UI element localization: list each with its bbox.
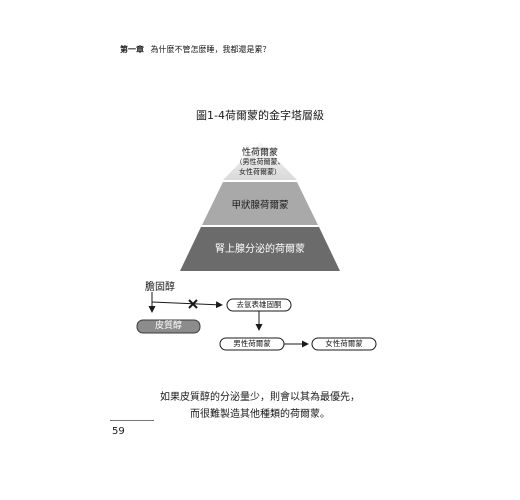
pyramid-top-note-1: （男性荷爾蒙、: [235, 158, 285, 166]
pyramid-tier-bottom: [180, 227, 340, 271]
female-hormone-label: 女性荷爾蒙: [325, 339, 363, 348]
cortisol-label: 皮質醇: [154, 321, 182, 331]
cortisol-box: [136, 319, 201, 334]
pyramid-bottom-label: 腎上腺分泌的荷爾蒙: [215, 244, 305, 255]
blocked-line: [151, 301, 223, 309]
female-hormone-box: [311, 337, 377, 351]
pyramid-middle-label: 甲狀腺荷爾蒙: [231, 200, 289, 211]
running-header: 第一章 為什麼不管怎麼睡，我都還是累？: [120, 44, 271, 55]
figure-title: 圖1-4荷爾蒙的金字塔層級: [196, 109, 324, 122]
pyramid-tier-middle: [202, 182, 318, 225]
chapter-subtitle: 為什麼不管怎麼睡，我都還是累？: [150, 45, 271, 54]
male-hormone-label: 男性荷爾蒙: [233, 339, 271, 348]
caption-line-2: 而很難製造其他種類的荷爾蒙。: [190, 409, 330, 420]
page-number: 59: [112, 426, 125, 437]
dhea-label: 去氫表雄固酮: [236, 300, 282, 309]
footer-rule: [110, 420, 154, 421]
chapter-label: 第一章: [120, 45, 144, 54]
caption-line-1: 如果皮質醇的分泌量少，則會以其為最優先，: [160, 392, 360, 403]
blocked-x-icon: [188, 299, 198, 309]
pyramid-tier-top: [223, 142, 297, 180]
pyramid-top-note-2: 女性荷爾蒙）: [239, 168, 281, 176]
pyramid-top-title: 性荷爾蒙: [241, 148, 278, 158]
cholesterol-label: 膽固醇: [145, 282, 175, 293]
